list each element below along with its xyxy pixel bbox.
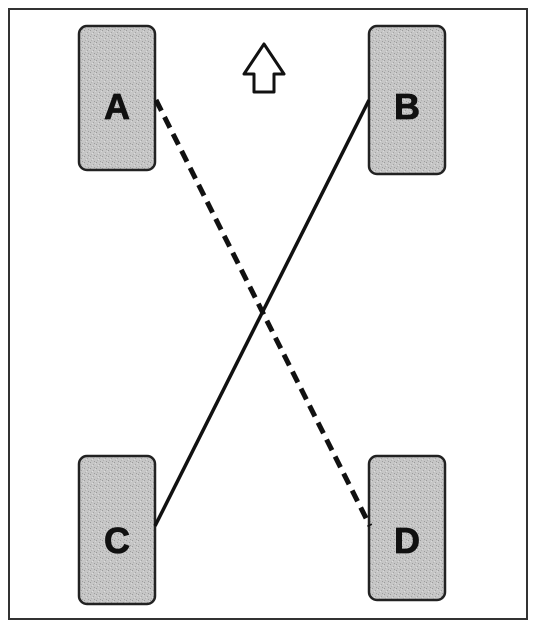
tire-b-label: B	[394, 86, 420, 127]
tire-b: B	[367, 24, 447, 176]
tire-d: D	[367, 454, 447, 602]
tire-a: A	[77, 24, 157, 172]
tire-a-label: A	[104, 86, 130, 127]
tire-c-shape	[77, 454, 157, 606]
tire-d-label: D	[394, 520, 420, 561]
tire-c-label: C	[104, 520, 130, 561]
up-arrow-icon	[242, 42, 286, 94]
tire-a-shape	[77, 24, 157, 172]
tire-c: C	[77, 454, 157, 606]
rotation-line-b-to-c	[153, 99, 371, 527]
tire-d-shape	[367, 454, 447, 602]
